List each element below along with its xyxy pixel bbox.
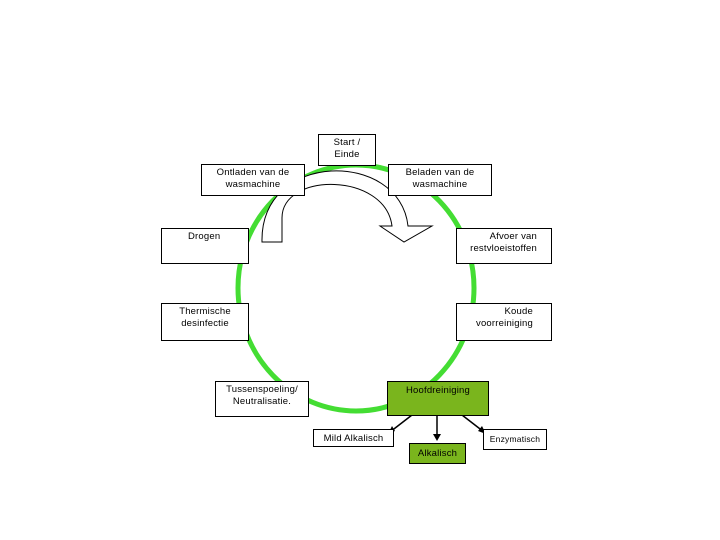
step-start-einde: Start / Einde [318,134,376,166]
step-hoofdreiniging-label: Hoofdreiniging [405,385,471,396]
step-thermische-label: Thermische desinfectie [179,306,231,329]
branch-alkalisch: Alkalisch [409,443,466,464]
step-afvoer: Afvoer van restvloeistoffen [456,228,552,264]
branch-mild-alkalisch: Mild Alkalisch [313,429,394,447]
step-start-label: Start / Einde [333,137,361,160]
step-beladen: Beladen van de wasmachine [388,164,492,196]
branch-enzymatisch: Enzymatisch [483,429,547,450]
branch-mild-label: Mild Alkalisch [323,433,384,444]
step-ontladen-label: Ontladen van de wasmachine [216,167,290,190]
step-drogen-label: Drogen [188,231,221,242]
step-thermische: Thermische desinfectie [161,303,249,341]
step-afvoer-label: Afvoer van restvloeistoffen [470,231,537,254]
step-koude-label: Koude voorreiniging [476,306,533,329]
step-ontladen: Ontladen van de wasmachine [201,164,305,196]
arrow-head-alkalisch [433,434,441,441]
step-tussenspoeling-label: Tussenspoeling/ Neutralisatie. [226,384,298,407]
step-beladen-label: Beladen van de wasmachine [405,167,475,190]
step-koude: Koude voorreiniging [456,303,552,341]
step-hoofdreiniging: Hoofdreiniging [387,381,489,416]
branch-alkalisch-label: Alkalisch [417,448,458,459]
step-drogen: Drogen [161,228,249,264]
branch-enzymatisch-label: Enzymatisch [489,434,541,444]
step-tussenspoeling: Tussenspoeling/ Neutralisatie. [215,381,309,417]
